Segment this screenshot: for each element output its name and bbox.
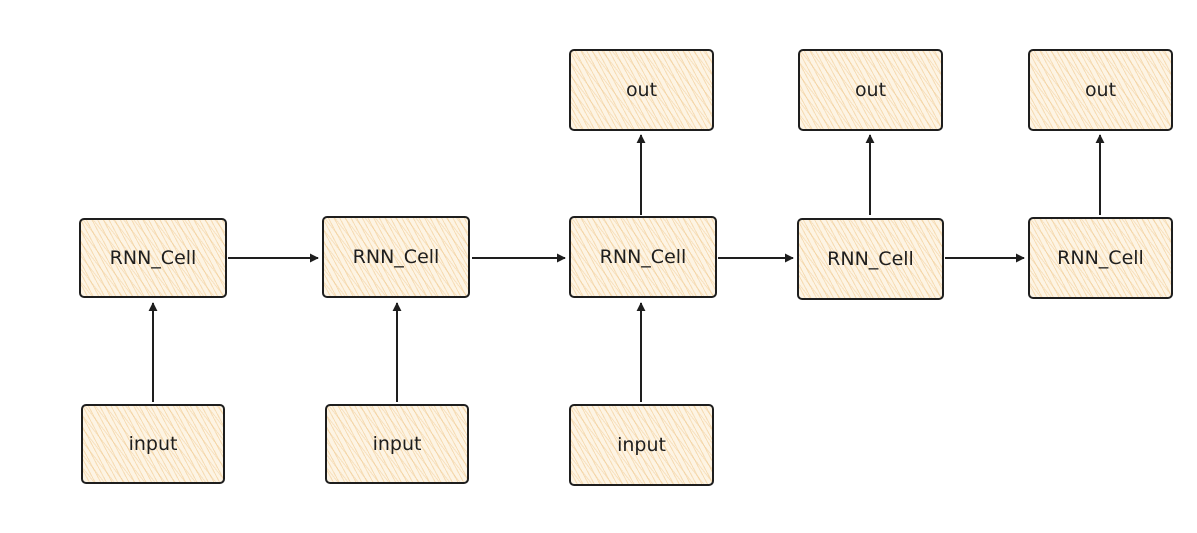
rnn-cell-node-5: RNN_Cell	[1028, 217, 1173, 299]
rnn-cell-node-4: RNN_Cell	[797, 218, 944, 300]
input-node-label: input	[372, 433, 422, 455]
rnn-cell-label: RNN_Cell	[109, 247, 197, 269]
input-node-label: input	[617, 434, 666, 456]
rnn-cell-label: RNN_Cell	[352, 246, 440, 268]
rnn-cell-node-3: RNN_Cell	[569, 216, 717, 298]
input-node-1: input	[81, 404, 225, 484]
input-node-2: input	[325, 404, 469, 484]
output-node-2: out	[798, 49, 943, 131]
input-node-3: input	[569, 404, 714, 486]
output-node-3: out	[1028, 49, 1173, 131]
output-node-1: out	[569, 49, 714, 131]
rnn-cell-label: RNN_Cell	[1057, 247, 1144, 269]
rnn-cell-label: RNN_Cell	[827, 248, 914, 270]
rnn-cell-label: RNN_Cell	[599, 246, 687, 268]
rnn-cell-node-2: RNN_Cell	[322, 216, 470, 298]
output-node-label: out	[625, 79, 658, 101]
output-node-label: out	[1084, 79, 1117, 101]
output-node-label: out	[854, 79, 887, 101]
input-node-label: input	[128, 433, 178, 455]
rnn-cell-node-1: RNN_Cell	[79, 218, 227, 298]
